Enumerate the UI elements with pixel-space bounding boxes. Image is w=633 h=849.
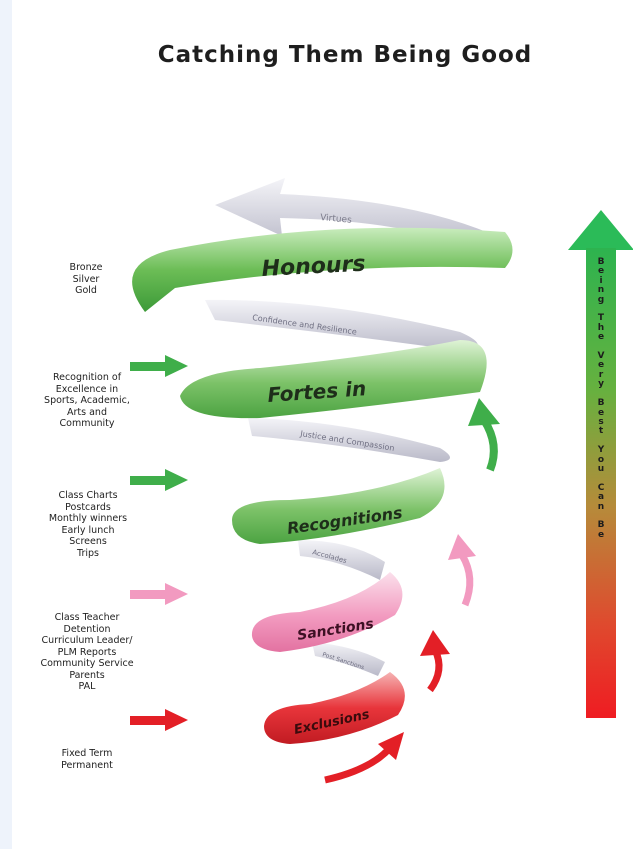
curve-arrow-green [468, 398, 500, 472]
ribbon-virtues-label: Virtues [320, 213, 353, 226]
side-label-exclusions: Fixed Term Permanent [61, 748, 113, 771]
level-exclusions: Exclusions [264, 672, 405, 744]
side-arrow-recognitions [130, 469, 188, 491]
curve-arrow-red-upper [420, 630, 450, 693]
level-fortes: Fortes in [180, 340, 487, 419]
diagram-title: Catching Them Being Good [157, 42, 533, 68]
curve-arrow-pink [448, 534, 476, 607]
level-recognitions: Recognitions [232, 468, 445, 544]
vertical-arrow-head [568, 210, 633, 250]
ribbon-post-sanctions: Post Sanctions [312, 642, 385, 676]
level-honours: Honours [132, 227, 513, 312]
level-sanctions: Sanctions [251, 572, 403, 652]
curve-arrow-red-bottom [324, 732, 404, 784]
side-arrow-sanctions [130, 583, 188, 605]
ribbon-accolades: Accolades [298, 540, 385, 580]
vertical-arrow-text: B e i n g T h e V e r y B e s t Y o u C … [597, 257, 605, 540]
side-arrow-exclusions [130, 709, 188, 731]
left-margin-strip [0, 0, 12, 849]
level-honours-label: Honours [261, 252, 366, 282]
ribbon-justice: Justice and Compassion [248, 418, 450, 462]
side-label-recognitions: Class Charts Postcards Monthly winners E… [48, 490, 128, 559]
ribbon-confidence: Confidence and Resilience [205, 299, 478, 352]
vertical-gradient-arrow [586, 248, 616, 718]
side-label-fortes: Recognition of Excellence in Sports, Aca… [44, 372, 130, 429]
side-label-honours: Bronze Silver Gold [69, 262, 103, 296]
side-label-sanctions: Class Teacher Detention Curriculum Leade… [40, 612, 134, 692]
side-arrow-fortes [130, 355, 188, 377]
